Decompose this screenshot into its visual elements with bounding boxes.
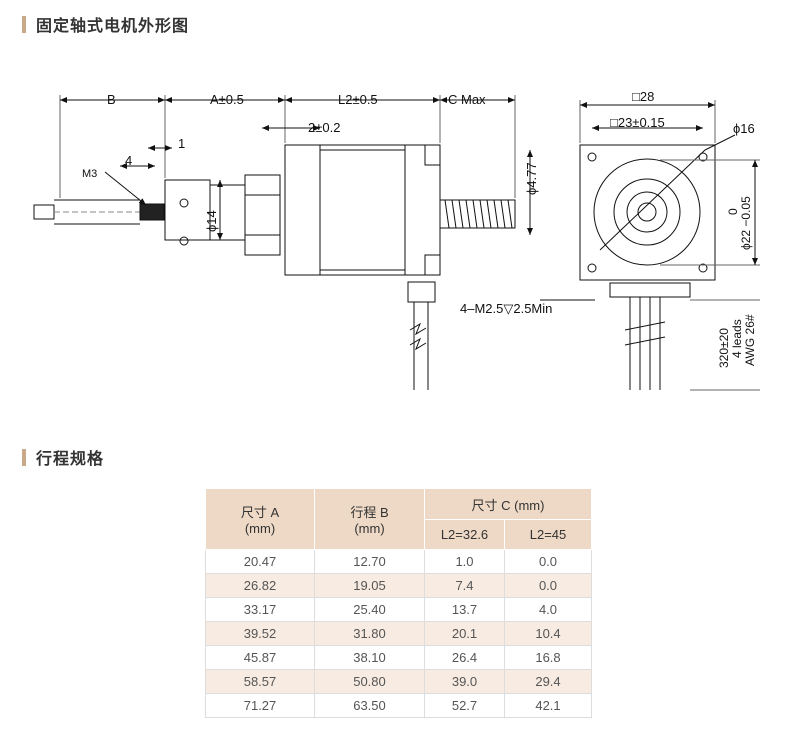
dim-l2-label: L2±0.5 — [338, 92, 378, 107]
lead-length-label: 320±20 — [717, 328, 731, 368]
dim-sq23-label: □23±0.15 — [610, 115, 665, 130]
dim-d14-label: ϕ14 — [204, 210, 219, 232]
shaft-end — [33, 204, 55, 220]
hex-nut — [244, 174, 281, 256]
table-cell: 58.57 — [205, 669, 315, 694]
dim-4-label: 4 — [125, 153, 132, 168]
outline-section-title: 固定轴式电机外形图 — [22, 12, 189, 36]
dim-1-label: 1 — [178, 136, 185, 151]
table-cell: 20.47 — [205, 549, 315, 574]
table-cell: 16.8 — [504, 645, 592, 670]
table-cell: 63.50 — [314, 693, 425, 718]
m3-thread — [139, 203, 165, 221]
table-cell: 0.0 — [504, 573, 592, 598]
lead-count-label: 4 leads — [730, 319, 744, 358]
front-view-flange — [579, 144, 716, 281]
table-cell: 39.0 — [424, 669, 505, 694]
dim-d16-label: ϕ16 — [733, 121, 755, 136]
table-cell: 25.40 — [314, 597, 425, 622]
header-stroke-b: 行程 B (mm) — [314, 488, 425, 550]
stroke-spec-table: 尺寸 A (mm) 行程 B (mm) 尺寸 C (mm) L2=32.6 L2… — [205, 488, 592, 718]
motor-body — [284, 144, 441, 276]
title-accent-bar — [22, 448, 26, 466]
table-cell: 12.70 — [314, 549, 425, 574]
table-cell: 38.10 — [314, 645, 425, 670]
table-cell: 19.05 — [314, 573, 425, 598]
table-cell: 52.7 — [424, 693, 505, 718]
table-cell: 26.82 — [205, 573, 315, 598]
lead-screw — [439, 199, 516, 229]
table-cell: 33.17 — [205, 597, 315, 622]
dim-d22-label: ϕ22 −0.05 — [739, 196, 753, 250]
dim-a-label: A±0.5 — [210, 92, 244, 107]
lead-awg-label: AWG 26# — [743, 314, 757, 366]
table-cell: 31.80 — [314, 621, 425, 646]
table-cell: 26.4 — [424, 645, 505, 670]
motor-outline-drawing: B A±0.5 L2±0.5 C Max 2±0.2 1 4 M3 ϕ14 ϕ4… — [33, 89, 760, 391]
dim-d477-label: ϕ4.77 — [524, 162, 539, 195]
dim-m3-label: M3 — [82, 168, 97, 180]
header-size-c: 尺寸 C (mm) — [424, 488, 592, 520]
table-cell: 0.0 — [504, 549, 592, 574]
table-cell: 10.4 — [504, 621, 592, 646]
table-cell: 20.1 — [424, 621, 505, 646]
header-size-a: 尺寸 A (mm) — [205, 488, 315, 550]
header-c-l2-45: L2=45 — [504, 519, 592, 550]
dim-d22-tol-label: 0 — [726, 208, 740, 215]
table-cell: 71.27 — [205, 693, 315, 718]
table-cell: 1.0 — [424, 549, 505, 574]
dim-sq28-label: □28 — [632, 89, 654, 104]
stroke-title-text: 行程规格 — [36, 449, 105, 468]
title-accent-bar — [22, 15, 26, 33]
dim-c-label: C Max — [448, 92, 486, 107]
table-cell: 7.4 — [424, 573, 505, 598]
table-cell: 45.87 — [205, 645, 315, 670]
outline-title-text: 固定轴式电机外形图 — [36, 16, 190, 35]
table-cell: 39.52 — [205, 621, 315, 646]
table-cell: 50.80 — [314, 669, 425, 694]
dim-b-label: B — [107, 92, 116, 107]
table-cell: 4.0 — [504, 597, 592, 622]
table-cell: 29.4 — [504, 669, 592, 694]
table-cell: 13.7 — [424, 597, 505, 622]
stroke-section-title: 行程规格 — [22, 445, 104, 469]
dim-screw-label: 4–M2.5▽2.5Min — [460, 301, 552, 316]
table-cell: 42.1 — [504, 693, 592, 718]
dim-2-label: 2±0.2 — [308, 120, 340, 135]
header-c-l2-326: L2=32.6 — [424, 519, 505, 550]
